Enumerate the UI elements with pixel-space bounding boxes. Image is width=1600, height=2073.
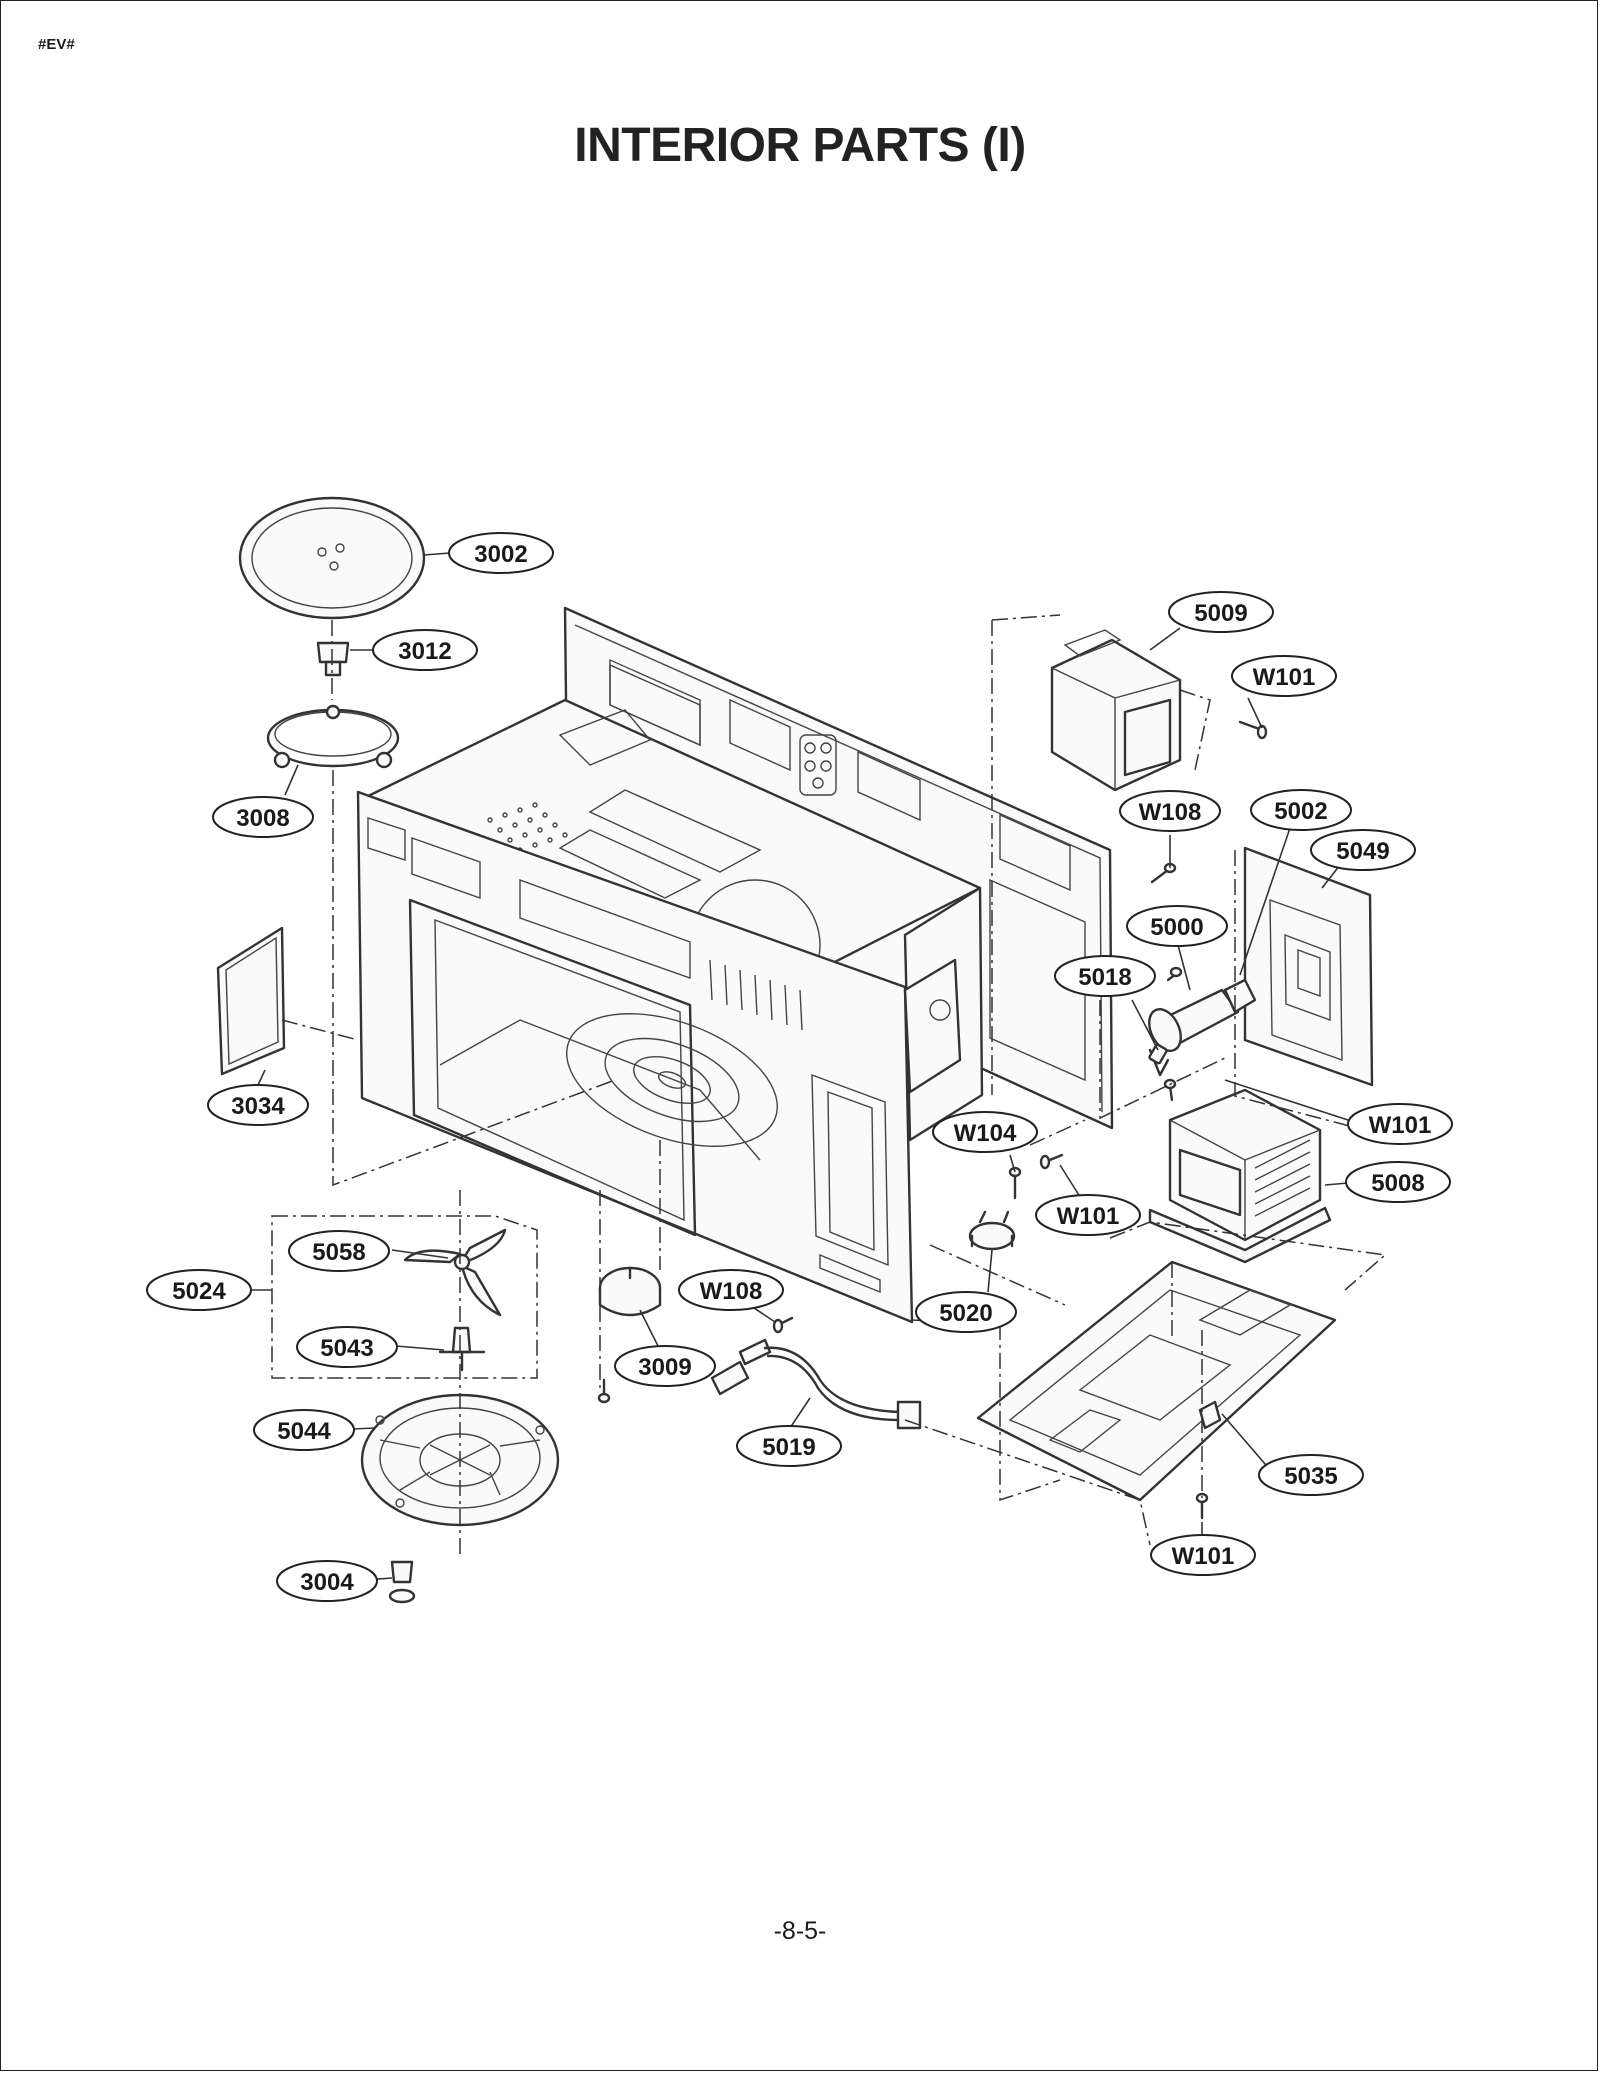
svg-text:W101: W101	[1369, 1112, 1432, 1139]
diode-drawing	[1148, 1043, 1170, 1077]
svg-text:5002: 5002	[1274, 798, 1327, 825]
callout-5044: 5044	[253, 1409, 355, 1451]
coupler-drawing	[316, 641, 350, 677]
callout-5008: 5008	[1345, 1161, 1451, 1203]
callout-w101-capacitor: W101	[1347, 1103, 1453, 1145]
svg-text:5044: 5044	[277, 1418, 331, 1445]
callout-3034: 3034	[207, 1084, 309, 1126]
svg-text:5035: 5035	[1284, 1463, 1337, 1490]
svg-text:5058: 5058	[312, 1239, 365, 1266]
svg-text:3004: 3004	[300, 1569, 354, 1596]
svg-text:5020: 5020	[939, 1300, 992, 1327]
callout-5058: 5058	[288, 1230, 390, 1272]
leader-lines	[252, 552, 1349, 1581]
callout-5043: 5043	[296, 1326, 398, 1368]
svg-text:5043: 5043	[320, 1335, 373, 1362]
svg-text:5018: 5018	[1078, 964, 1131, 991]
svg-text:5049: 5049	[1336, 838, 1389, 865]
callout-w108-top: W108	[1119, 790, 1221, 832]
svg-text:W101: W101	[1172, 1543, 1235, 1570]
fan-shaft-drawing	[438, 1326, 486, 1372]
transformer-drawing	[1148, 1088, 1332, 1264]
turntable-tray-drawing	[238, 496, 426, 620]
callout-5020: 5020	[915, 1291, 1017, 1333]
svg-text:3012: 3012	[398, 638, 451, 665]
capacitor-bracket-drawing	[1243, 846, 1374, 1087]
svg-text:3009: 3009	[638, 1354, 691, 1381]
magnetron-drawing	[1050, 629, 1182, 792]
turntable-motor-drawing	[598, 1266, 662, 1317]
capacitor-drawing	[1148, 978, 1257, 1052]
callout-5018: 5018	[1054, 955, 1156, 997]
callout-3002: 3002	[448, 532, 554, 574]
callout-3009: 3009	[614, 1345, 716, 1387]
page-number: -8-5-	[773, 1917, 827, 1945]
svg-text:5000: 5000	[1150, 914, 1203, 941]
callout-5024: 5024	[146, 1269, 252, 1311]
roller-ring-drawing	[266, 704, 400, 769]
callout-w108-bottom: W108	[678, 1269, 784, 1311]
oven-cavity-drawing	[356, 606, 1114, 1324]
svg-text:5008: 5008	[1371, 1170, 1424, 1197]
svg-text:5009: 5009	[1194, 600, 1247, 627]
foot-drawing	[388, 1560, 416, 1604]
svg-text:W108: W108	[700, 1278, 763, 1305]
callout-w104: W104	[932, 1111, 1038, 1153]
fan-blade-drawing	[403, 1228, 507, 1317]
svg-text:W104: W104	[954, 1120, 1017, 1147]
callout-3008: 3008	[212, 796, 314, 838]
callout-5035: 5035	[1258, 1454, 1364, 1496]
svg-text:5024: 5024	[172, 1278, 226, 1305]
callout-w101-transformer: W101	[1035, 1194, 1141, 1236]
svg-text:W101: W101	[1253, 664, 1316, 691]
svg-text:3034: 3034	[231, 1093, 285, 1120]
svg-text:3002: 3002	[474, 541, 527, 568]
wire-harness-drawing	[710, 1338, 922, 1430]
callout-5019: 5019	[736, 1425, 842, 1467]
callout-5002: 5002	[1250, 789, 1352, 831]
page-title: INTERIOR PARTS (I)	[574, 119, 1026, 172]
base-plate-drawing	[976, 1260, 1337, 1502]
page-tag: #EV#	[38, 36, 75, 53]
callout-3012: 3012	[372, 629, 478, 671]
callout-5000: 5000	[1126, 905, 1228, 947]
callout-5049: 5049	[1310, 829, 1416, 871]
callout-w101-magnetron: W101	[1231, 655, 1337, 697]
svg-text:5019: 5019	[762, 1434, 815, 1461]
waveguide-cover-drawing	[216, 926, 286, 1076]
thermostat-drawing	[968, 1210, 1016, 1251]
svg-text:W101: W101	[1057, 1203, 1120, 1230]
assembly-lines	[281, 614, 1387, 1555]
svg-text:W108: W108	[1139, 799, 1202, 826]
callout-w101-base: W101	[1150, 1534, 1256, 1576]
fan-assembly-boundary	[271, 1215, 538, 1379]
callout-3004: 3004	[276, 1560, 378, 1602]
callout-5009: 5009	[1168, 591, 1274, 633]
svg-text:3008: 3008	[236, 805, 289, 832]
